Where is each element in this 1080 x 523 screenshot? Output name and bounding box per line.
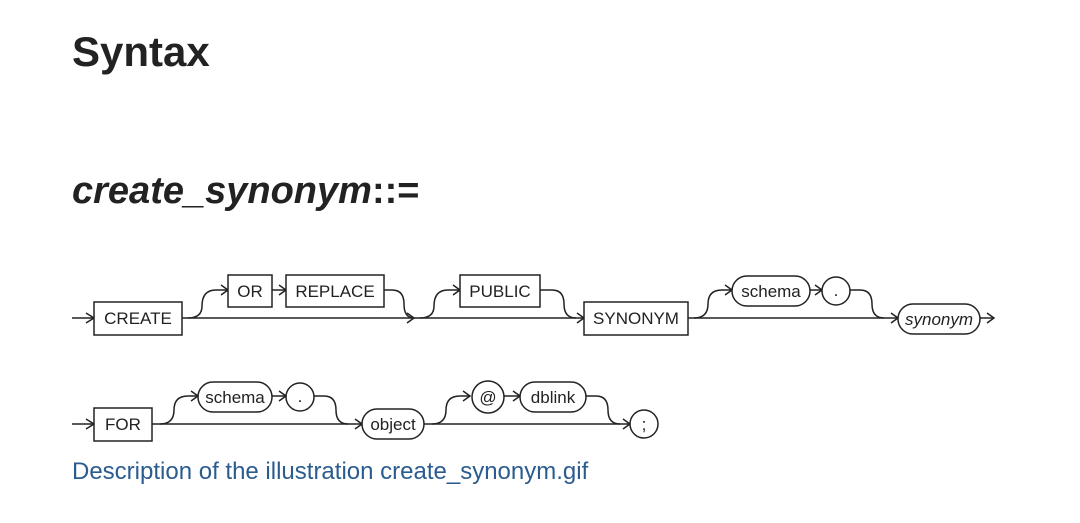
or-replace-branch-down [384, 289, 415, 319]
or-replace-branch-up [187, 289, 228, 319]
keyword-for-label: FOR [105, 415, 141, 434]
keyword-synonym-label: SYNONYM [593, 309, 679, 328]
public-branch-up [419, 289, 460, 319]
dot-circle-1 [821, 276, 851, 306]
dblink-branch-down [586, 395, 621, 425]
schema-label-2: schema [205, 388, 265, 407]
schema-branch-down-1 [850, 289, 885, 319]
synonym-label: synonym [905, 310, 973, 329]
dot-label-2: . [298, 387, 303, 406]
synonym-pill [897, 303, 981, 335]
public-branch-down [540, 289, 577, 319]
illustration-description-link[interactable]: Description of the illustration create_s… [72, 458, 589, 485]
object-label: object [370, 415, 416, 434]
dblink-label: dblink [531, 388, 576, 407]
at-circle [471, 380, 505, 414]
dblink-branch-up [431, 395, 470, 425]
keyword-create-label: CREATE [104, 309, 172, 328]
or-replace-merge-arrow [406, 312, 416, 324]
keyword-or-box [227, 274, 273, 308]
keyword-synonym-box [583, 301, 689, 336]
schema-label-1: schema [741, 282, 801, 301]
keyword-public-label: PUBLIC [469, 282, 530, 301]
schema-branch-up-2 [159, 395, 198, 425]
dot-circle-2 [285, 382, 315, 412]
diagram-row-2: FOR schema . object @ dblink ; [72, 380, 659, 442]
diagram-row-1: CREATE OR REPLACE PUBLIC SYNONYM schema [72, 274, 996, 336]
dot-label-1: . [834, 281, 839, 300]
at-arrow [462, 390, 472, 402]
keyword-or-label: OR [237, 282, 263, 301]
syntax-rule-title: create_synonym::= [72, 163, 419, 219]
keyword-public-box [459, 274, 541, 308]
rule-name: create_synonym [72, 170, 372, 212]
page-heading: Syntax [72, 28, 210, 75]
row1-exit-arrow [986, 312, 996, 324]
keyword-for-box [93, 407, 153, 442]
semicolon-circle [629, 409, 659, 439]
schema-branch-up-1 [693, 289, 732, 319]
schema-branch-down-2 [314, 395, 349, 425]
schema-pill-1 [731, 275, 811, 307]
keyword-replace-label: REPLACE [295, 282, 374, 301]
schema-pill-2 [197, 381, 273, 413]
rule-operator: ::= [371, 170, 420, 212]
at-label: @ [479, 388, 496, 407]
keyword-replace-box [285, 274, 385, 308]
semicolon-label: ; [642, 415, 647, 434]
dblink-pill [519, 381, 587, 413]
keyword-create-box [93, 301, 183, 336]
